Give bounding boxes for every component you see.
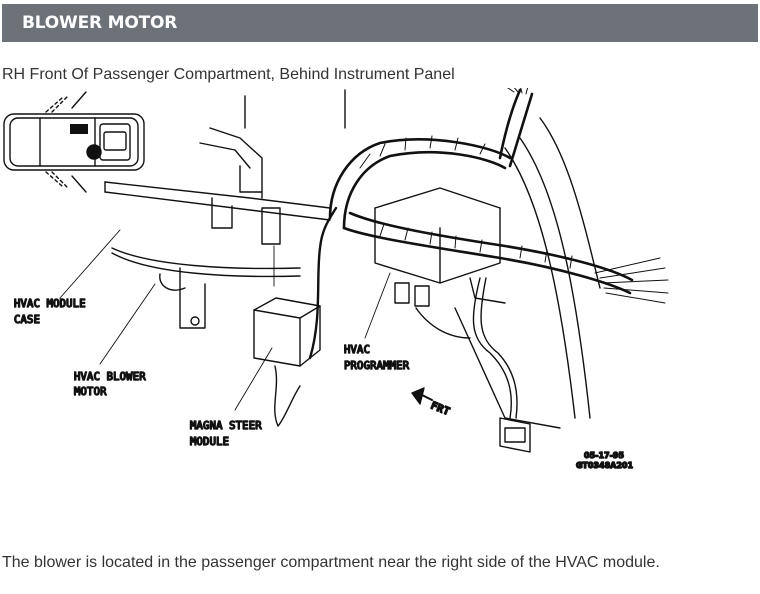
section-title: BLOWER MOTOR bbox=[22, 13, 178, 33]
date-code: 05-17-95 bbox=[584, 451, 624, 460]
figure-code: GT0348A201 bbox=[576, 461, 633, 470]
description-text: The blower is located in the passenger c… bbox=[2, 554, 660, 571]
instrument-panel-frame bbox=[104, 89, 601, 429]
label-magna-steer-line1: MAGNA STEER bbox=[190, 420, 262, 432]
front-arrow-label: FRT bbox=[429, 400, 452, 418]
section-header: BLOWER MOTOR bbox=[2, 4, 758, 42]
vehicle-locator-icon bbox=[3, 91, 145, 193]
magna-steer-module bbox=[253, 206, 338, 427]
label-hvac-module-case-line2: CASE bbox=[14, 314, 40, 326]
label-hvac-blower-motor-line2: MOTOR bbox=[74, 386, 107, 398]
figure-caption: RH Front Of Passenger Compartment, Behin… bbox=[2, 66, 455, 83]
leader-lines bbox=[59, 229, 391, 411]
hvac-programmer bbox=[374, 187, 531, 453]
label-hvac-programmer-line2: PROGRAMMER bbox=[344, 360, 410, 372]
label-magna-steer-line2: MODULE bbox=[190, 436, 229, 448]
label-hvac-blower-motor-line1: HVAC BLOWER bbox=[74, 371, 146, 383]
hvac-module-case bbox=[111, 165, 301, 329]
label-hvac-module-case-line1: HVAC MODULE bbox=[14, 298, 86, 310]
front-arrow-icon bbox=[411, 387, 433, 405]
blower-motor-diagram: FRT HVAC MODULE CASE HVAC BLOWER MOTOR M… bbox=[0, 88, 760, 488]
label-hvac-programmer-line1: HVAC bbox=[344, 344, 370, 356]
